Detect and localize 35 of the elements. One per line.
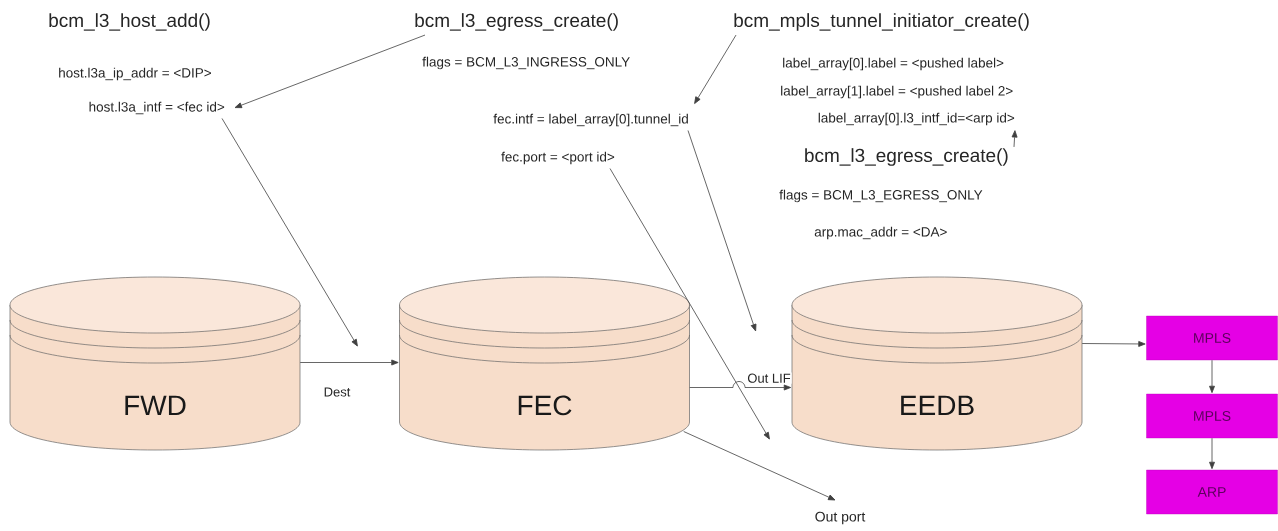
function-name: bcm_mpls_tunnel_initiator_create() [734, 13, 1029, 31]
stack-box: MPLS [1146, 315, 1278, 361]
database-cylinder: FWD [9, 276, 301, 451]
arrow [689, 381, 792, 391]
function-name: bcm_l3_host_add() [49, 13, 210, 31]
code-line: host.l3a_intf = <fec id> [89, 101, 225, 115]
edge-label: Dest [322, 386, 352, 398]
edge-label: Out LIF [746, 372, 792, 384]
arrow [1209, 359, 1215, 394]
function-name: bcm_l3_egress_create() [415, 13, 618, 31]
arrow [609, 168, 770, 440]
stack-box: MPLS [1146, 393, 1278, 439]
code-line: flags = BCM_L3_INGRESS_ONLY [422, 56, 630, 70]
code-line: fec.intf = label_array[0].tunnel_id [493, 113, 688, 127]
arrow [1011, 130, 1018, 148]
database-cylinder: EEDB [791, 276, 1083, 451]
arrow [299, 359, 399, 366]
arrow [687, 130, 757, 332]
arrow [1081, 341, 1146, 347]
code-line: fec.port = <port id> [501, 151, 615, 165]
code-line: flags = BCM_L3_EGRESS_ONLY [779, 189, 983, 203]
arrow [234, 34, 426, 109]
code-line: host.l3a_ip_addr = <DIP> [59, 67, 211, 81]
port-label: Out port [815, 511, 866, 525]
code-line: label_array[0].l3_intf_id=<arp id> [818, 112, 1015, 126]
code-line: label_array[0].label = <pushed label> [783, 57, 1004, 71]
function-name: bcm_l3_egress_create() [805, 148, 1008, 166]
code-line: arp.mac_addr = <DA> [814, 226, 947, 240]
arrow [683, 431, 836, 501]
stack-box: ARP [1146, 469, 1278, 515]
code-line: label_array[1].label = <pushed label 2> [781, 85, 1013, 99]
arrow [694, 34, 737, 104]
database-cylinder: FEC [399, 276, 690, 451]
arrow [1209, 437, 1215, 470]
arrow [221, 118, 358, 347]
